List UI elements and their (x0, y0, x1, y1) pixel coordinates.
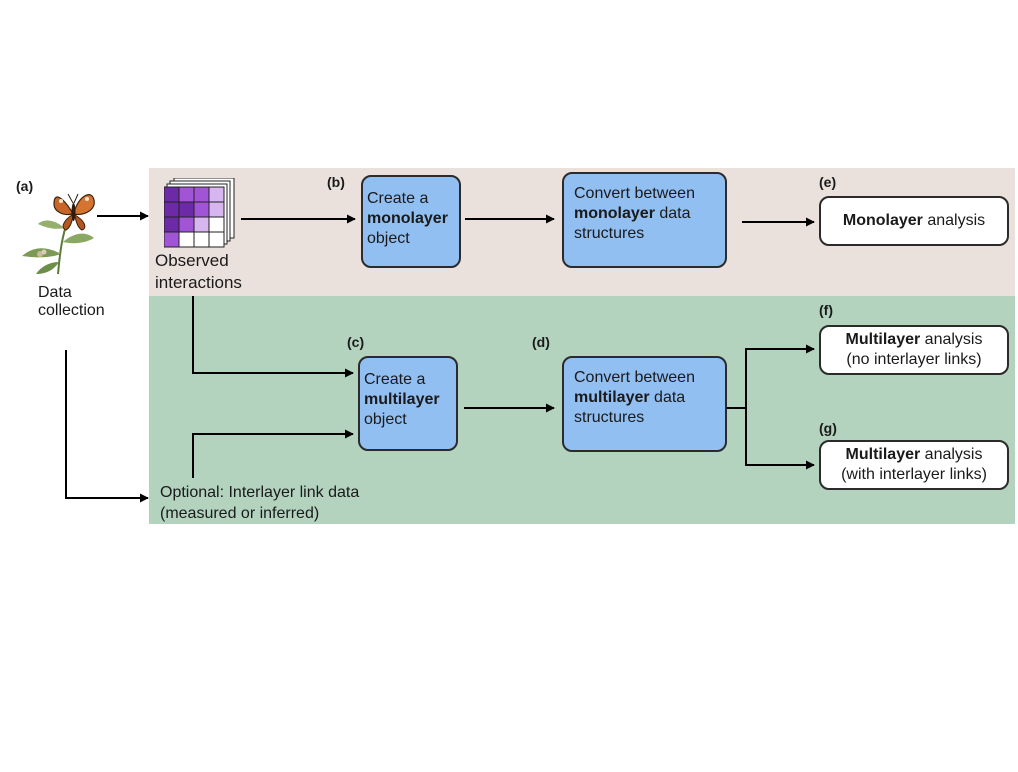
create-multilayer-bold: multilayer (364, 391, 440, 408)
multilayer-f-line2: (no interlayer links) (846, 351, 982, 368)
convert-monolayer-rest: data (654, 205, 691, 222)
observed-line2: interactions (155, 273, 242, 292)
multilayer-g-line2: (with interlayer links) (841, 466, 987, 483)
convert-multilayer-line3: structures (574, 409, 645, 426)
panel-f-tag: (f) (819, 302, 833, 318)
panel-b-tag: (b) (327, 174, 345, 190)
create-monolayer-bold: monolayer (367, 210, 448, 227)
convert-multilayer-rest: data (649, 389, 686, 406)
create-monolayer-post: object (367, 230, 410, 247)
arrow-collection-to-optional (65, 350, 149, 503)
panel-d-tag: (d) (532, 334, 550, 350)
create-monolayer-pre: Create a (367, 190, 429, 207)
multilayer-analysis-no-links-box: Multilayer analysis (no interlayer links… (819, 325, 1009, 375)
convert-monolayer-line1: Convert between (574, 185, 695, 202)
butterfly-on-plant-icon (14, 182, 104, 278)
convert-multilayer-box: Convert between multilayer data structur… (562, 356, 727, 452)
convert-multilayer-line1: Convert between (574, 369, 695, 386)
create-multilayer-pre: Create a (364, 371, 426, 388)
arrow-to-multilayer-with-links (745, 408, 815, 470)
monolayer-analysis-rest: analysis (922, 212, 986, 229)
multilayer-f-bold: Multilayer (845, 331, 921, 348)
multilayer-g-bold: Multilayer (845, 446, 921, 463)
monolayer-analysis-bold: Monolayer (842, 212, 923, 229)
convert-monolayer-line3: structures (574, 225, 645, 242)
monolayer-analysis-box: Monolayer analysis (819, 196, 1009, 246)
convert-monolayer-bold: monolayer (574, 205, 655, 222)
arrow-observed-to-create-multilayer (192, 296, 354, 378)
panel-a-tag: (a) (16, 178, 34, 194)
observed-line1: Observed (155, 251, 229, 270)
create-monolayer-box: Create a monolayer object (361, 175, 461, 268)
multilayer-analysis-with-links-box: Multilayer analysis (with interlayer lin… (819, 440, 1009, 490)
multilayer-g-rest: analysis (920, 446, 983, 463)
panel-c-tag: (c) (347, 334, 365, 350)
multilayer-f-rest: analysis (920, 331, 983, 348)
matrix-cell (208, 231, 225, 248)
data-collection-line1: Data (38, 284, 72, 301)
create-multilayer-post: object (364, 411, 407, 428)
panel-e-tag: (e) (819, 174, 837, 190)
convert-multilayer-bold: multilayer (574, 389, 650, 406)
arrow-to-multilayer-no-links (745, 344, 815, 408)
optional-line2: (measured or inferred) (160, 505, 320, 522)
matrix-stack-icon (163, 177, 236, 248)
create-multilayer-box: Create a multilayer object (358, 356, 458, 451)
optional-line1: Optional: Interlayer link data (160, 484, 360, 501)
panel-g-tag: (g) (819, 420, 837, 436)
convert-monolayer-box: Convert between monolayer data structure… (562, 172, 727, 268)
arrow-optional-to-create-multilayer (192, 429, 354, 478)
data-collection-line2: collection (38, 302, 105, 319)
